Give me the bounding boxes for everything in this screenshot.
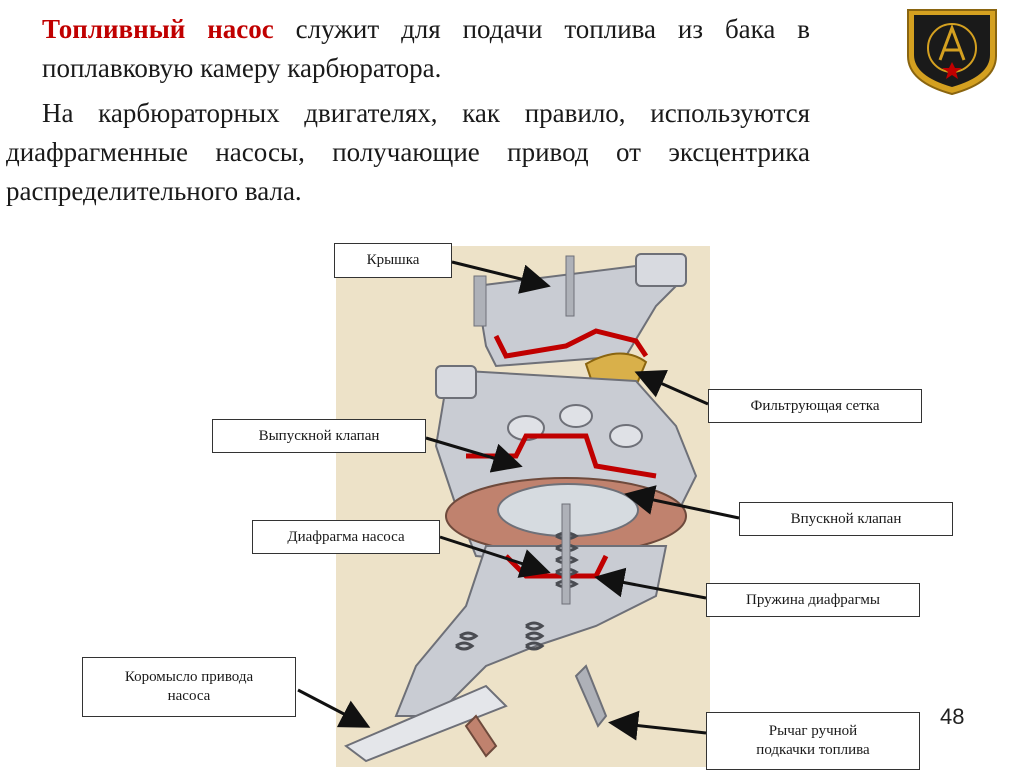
page-number: 48 [940,704,965,729]
label-filter-screen: Фильтрующая сетка [708,389,922,423]
label-diaphragm-spring: Пружина диафрагмы [706,583,920,617]
label-diaphragm: Диафрагма насоса [252,520,440,554]
military-emblem-logo [907,9,997,96]
paragraph-intro: Топливный насос служит для подачи топлив… [42,10,810,88]
fuel-pump-illustration [336,246,710,767]
label-outlet-valve: Выпускной клапан [212,419,426,453]
paragraph-detail: На карбюраторных двигателях, как правило… [6,98,810,206]
term-fuel-pump: Топливный насос [42,14,274,44]
label-hand-priming-lever: Рычаг ручной подкачки топлива [706,712,920,770]
intro-text: служит для подачи топлива из бака в попл… [42,14,810,83]
label-cover: Крышка [334,243,452,278]
label-inlet-valve: Впускной клапан [739,502,953,536]
label-rocker-arm: Коромысло привода насоса [82,657,296,717]
